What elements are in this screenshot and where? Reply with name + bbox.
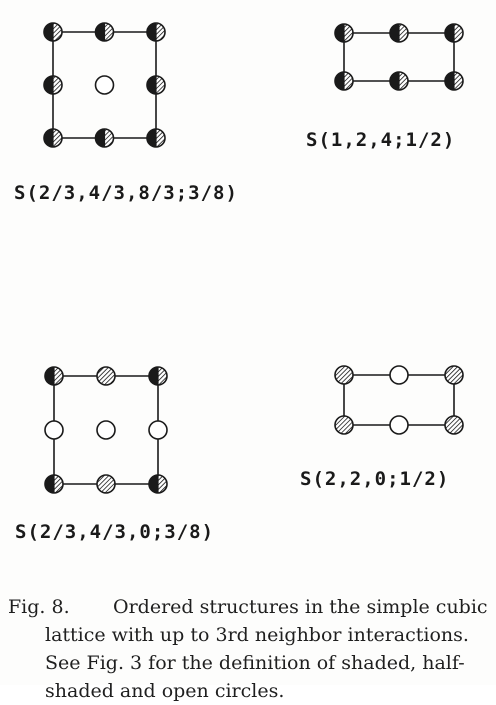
site-half-shaded-0-1-2 <box>146 75 166 95</box>
site-half-shaded-2-2-0 <box>44 474 64 494</box>
label-s-2-2-0: S(2,2,0;1/2) <box>300 468 450 490</box>
figure-caption: Fig. 8. Ordered structures in the simple… <box>8 593 494 705</box>
site-shaded-2-2-1 <box>96 474 116 494</box>
lattice-bonds <box>52 31 455 485</box>
figure-8-ordered-structures <box>43 22 464 494</box>
site-open-3-1-1 <box>389 415 409 435</box>
site-shaded-3-0-0 <box>334 365 354 385</box>
site-half-shaded-0-2-2 <box>146 128 166 148</box>
site-half-shaded-1-0-2 <box>444 23 464 43</box>
site-half-shaded-1-1-1 <box>389 71 409 91</box>
site-half-shaded-1-1-2 <box>444 71 464 91</box>
lattice-sites <box>43 22 464 494</box>
site-half-shaded-2-0-2 <box>148 366 168 386</box>
label-s-1-2-4: S(1,2,4;1/2) <box>306 129 456 151</box>
site-open-0-1-1 <box>94 75 115 95</box>
site-half-shaded-0-0-1 <box>94 22 115 42</box>
site-half-shaded-0-2-0 <box>43 128 63 148</box>
site-shaded-2-0-1 <box>96 366 116 386</box>
site-half-shaded-0-2-1 <box>94 128 115 148</box>
site-shaded-3-1-0 <box>334 415 354 435</box>
caption-figure-number: Fig. 8. <box>8 596 70 618</box>
site-open-3-0-1 <box>389 365 409 385</box>
site-half-shaded-1-1-0 <box>334 71 354 91</box>
label-s-2-3-4-3-8-3: S(2/3,4/3,8/3;3/8) <box>14 182 238 204</box>
site-half-shaded-0-0-2 <box>146 22 166 42</box>
site-half-shaded-2-0-0 <box>44 366 64 386</box>
site-half-shaded-1-0-0 <box>334 23 354 43</box>
site-open-2-1-1 <box>96 420 116 440</box>
site-shaded-3-1-2 <box>444 415 464 435</box>
caption-text: Ordered structures in the simple cubic l… <box>45 596 488 702</box>
paper-page: S(1,2,4;1/2) S(2/3,4/3,8/3;3/8) S(2,2,0;… <box>8 22 488 702</box>
site-half-shaded-2-2-2 <box>148 474 168 494</box>
site-shaded-3-0-2 <box>444 365 464 385</box>
site-half-shaded-0-1-0 <box>43 75 63 95</box>
site-open-2-1-2 <box>148 420 168 440</box>
site-half-shaded-0-0-0 <box>43 22 63 42</box>
label-s-2-3-4-3-0: S(2/3,4/3,0;3/8) <box>15 521 215 543</box>
site-open-2-1-0 <box>44 420 64 440</box>
site-half-shaded-1-0-1 <box>389 23 409 43</box>
